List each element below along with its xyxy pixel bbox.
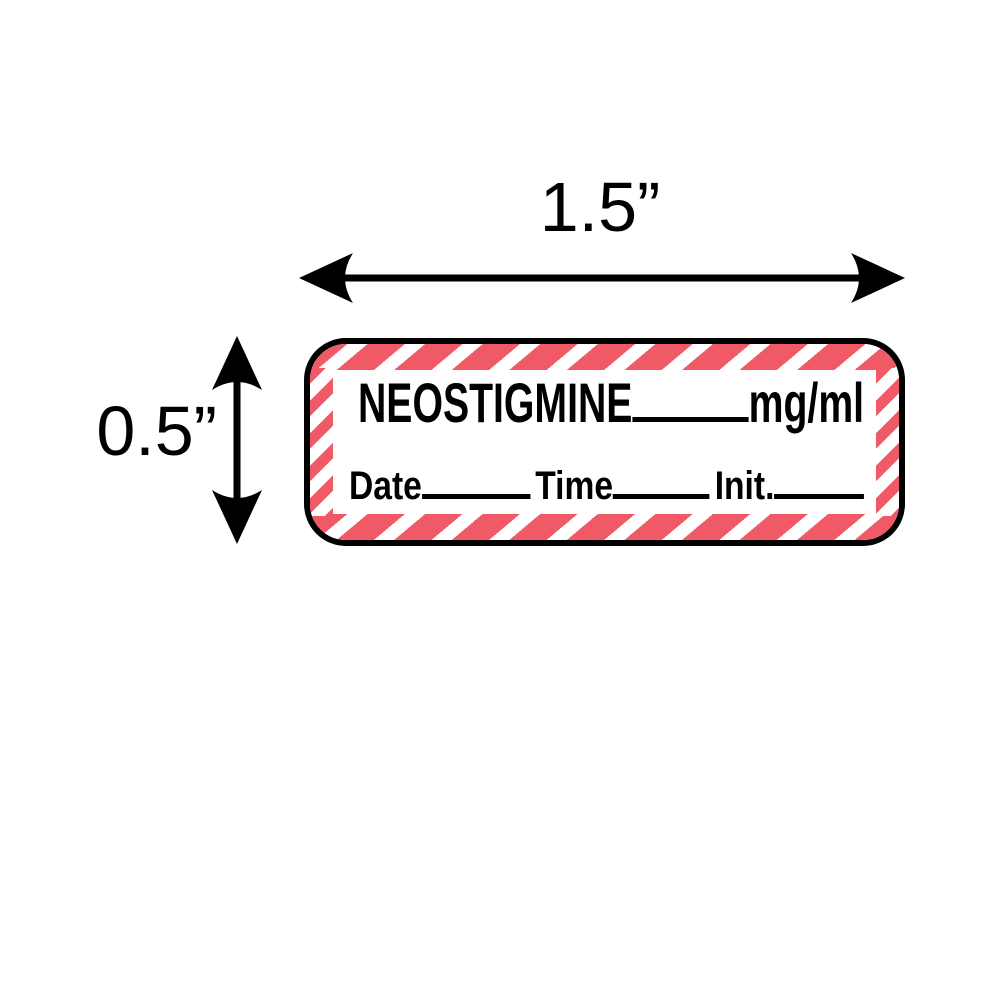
time-blank-line — [613, 489, 710, 499]
drug-name: NEOSTIGMINE — [358, 371, 633, 434]
height-dimension-label: 0.5” — [96, 392, 217, 470]
stripe-border-top — [310, 344, 899, 370]
stripe-border-left — [310, 368, 333, 516]
width-arrow-icon — [299, 253, 905, 303]
date-field-label: Date — [349, 464, 422, 508]
stripe-border-bottom — [310, 514, 899, 540]
time-field-label: Time — [535, 464, 614, 508]
date-blank-line — [421, 489, 531, 499]
height-arrow-icon — [212, 336, 262, 544]
init-field-label: Init. — [714, 464, 775, 508]
date-time-init-line: Date Time Init. — [349, 464, 865, 508]
width-dimension-label: 1.5” — [539, 168, 661, 246]
concentration-blank-line — [632, 412, 749, 422]
init-blank-line — [774, 489, 865, 499]
unit-label: mg/ml — [748, 371, 865, 434]
stripe-border-right — [876, 368, 899, 516]
